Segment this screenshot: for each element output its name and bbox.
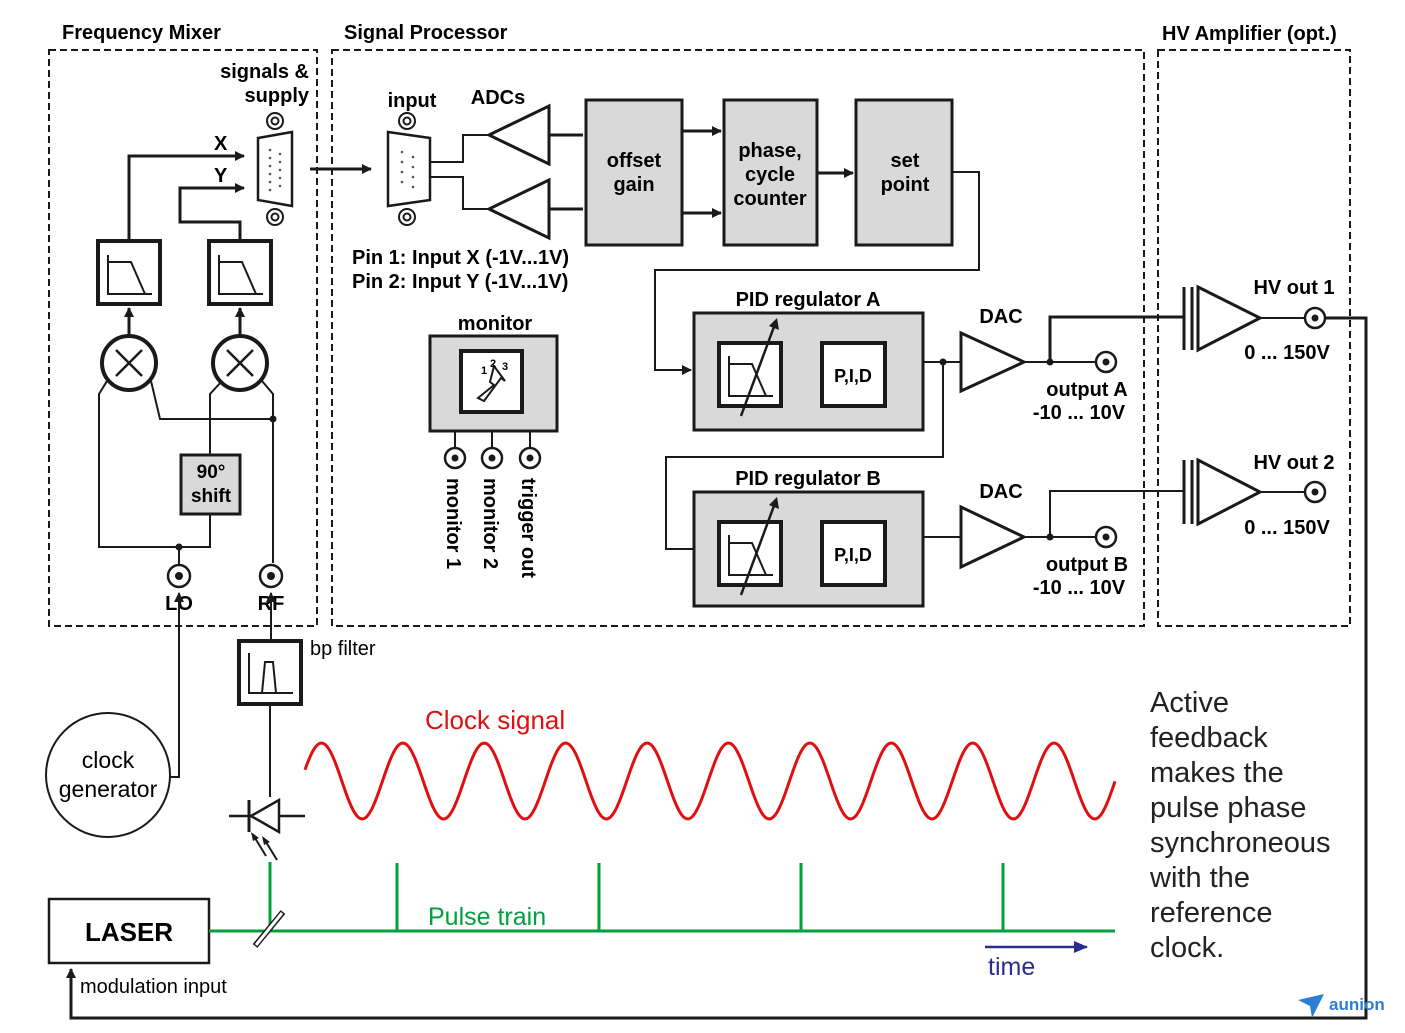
bandpass-filter bbox=[237, 639, 303, 706]
output-a-jack[interactable] bbox=[1094, 350, 1118, 374]
photodiode-icon bbox=[229, 797, 305, 861]
monitor-1-jack[interactable] bbox=[443, 446, 467, 470]
hv-out-1-range: 0 ... 150V bbox=[1244, 342, 1330, 364]
signal-processor-panel bbox=[331, 49, 1145, 627]
offset-gain-block: offset gain bbox=[584, 98, 684, 247]
pid-regulator-b: P,I,D bbox=[692, 490, 925, 608]
pin1-label: Pin 1: Input X (-1V...1V) bbox=[352, 247, 569, 269]
bp-filter-label: bp filter bbox=[310, 638, 376, 660]
dac-a-label: DAC bbox=[979, 306, 1022, 328]
monitor-1-label: monitor 1 bbox=[442, 478, 464, 569]
time-label: time bbox=[988, 953, 1035, 981]
svg-text:shift: shift bbox=[191, 486, 232, 507]
pulse-train bbox=[209, 862, 1115, 933]
monitor-2-label: monitor 2 bbox=[479, 478, 501, 569]
svg-text:reference: reference bbox=[1150, 897, 1273, 929]
output-a-label: output A bbox=[1046, 379, 1127, 401]
monitor-selector-dial-icon[interactable]: 1 2 3 bbox=[476, 358, 508, 403]
dsub-connector-input bbox=[386, 112, 432, 226]
pid-a-title: PID regulator A bbox=[736, 289, 881, 311]
svg-text:gain: gain bbox=[613, 174, 654, 196]
lowpass-filter-y bbox=[207, 239, 273, 306]
mixer-y-icon bbox=[211, 334, 269, 392]
mixer-x-icon bbox=[100, 334, 158, 392]
phase-cycle-counter-block: phase, cycle counter bbox=[722, 98, 819, 247]
dac-b-label: DAC bbox=[979, 481, 1022, 503]
trigger-out-jack[interactable] bbox=[518, 446, 542, 470]
connector-label-line2: supply bbox=[245, 85, 310, 107]
set-point-block: set point bbox=[854, 98, 954, 247]
signal-processor-title: Signal Processor bbox=[344, 22, 508, 44]
svg-text:aunion: aunion bbox=[1329, 995, 1385, 1014]
svg-text:offset: offset bbox=[607, 150, 662, 172]
pulse-train-label: Pulse train bbox=[428, 903, 546, 931]
output-a-range: -10 ... 10V bbox=[1033, 402, 1126, 424]
adc-x-amplifier bbox=[485, 103, 551, 167]
feedback-note: Active feedback makes the pulse phase sy… bbox=[1149, 687, 1331, 964]
adcs-label: ADCs bbox=[471, 87, 525, 109]
clock-signal-label: Clock signal bbox=[425, 705, 565, 735]
rf-jack[interactable] bbox=[258, 563, 284, 589]
svg-text:clock.: clock. bbox=[1150, 932, 1224, 964]
svg-text:feedback: feedback bbox=[1150, 722, 1268, 754]
hv-out-2-range: 0 ... 150V bbox=[1244, 517, 1330, 539]
svg-text:Active: Active bbox=[1150, 687, 1229, 719]
output-b-label: output B bbox=[1046, 554, 1128, 576]
aunion-watermark-logo: aunion bbox=[1298, 994, 1385, 1018]
hv-out-2-jack[interactable] bbox=[1303, 480, 1327, 504]
dsub-connector-mixer bbox=[256, 112, 294, 226]
monitor-label: monitor bbox=[458, 313, 533, 335]
svg-text:with the: with the bbox=[1149, 862, 1250, 894]
output-b-range: -10 ... 10V bbox=[1033, 577, 1126, 599]
pid-b-title: PID regulator B bbox=[735, 468, 881, 490]
output-b-jack[interactable] bbox=[1094, 525, 1118, 549]
dac-b-amplifier bbox=[959, 504, 1028, 570]
svg-text:makes the: makes the bbox=[1150, 757, 1284, 789]
svg-text:P,I,D: P,I,D bbox=[834, 545, 872, 565]
svg-text:3: 3 bbox=[502, 361, 508, 373]
svg-text:point: point bbox=[881, 174, 930, 196]
svg-text:P,I,D: P,I,D bbox=[834, 366, 872, 386]
lowpass-filter-x bbox=[96, 239, 162, 306]
hv-out-1-label: HV out 1 bbox=[1253, 277, 1334, 299]
hv-out-2-label: HV out 2 bbox=[1253, 452, 1334, 474]
frequency-mixer-title: Frequency Mixer bbox=[62, 22, 221, 44]
svg-text:set: set bbox=[891, 150, 920, 172]
x-label: X bbox=[214, 133, 228, 155]
svg-text:counter: counter bbox=[733, 188, 807, 210]
svg-text:generator: generator bbox=[59, 776, 158, 802]
svg-text:clock: clock bbox=[82, 747, 135, 773]
monitor-2-jack[interactable] bbox=[480, 446, 504, 470]
svg-text:LASER: LASER bbox=[85, 917, 173, 947]
hv-amplifier-title: HV Amplifier (opt.) bbox=[1162, 23, 1337, 45]
y-label: Y bbox=[214, 165, 228, 187]
input-label: input bbox=[388, 90, 437, 112]
svg-text:2: 2 bbox=[490, 358, 496, 370]
svg-text:synchroneous: synchroneous bbox=[1150, 827, 1331, 859]
modulation-input-label: modulation input bbox=[80, 976, 227, 998]
adc-y-amplifier bbox=[485, 177, 551, 241]
connector-label-line1: signals & bbox=[220, 61, 309, 83]
laser-block: LASER bbox=[47, 897, 211, 965]
pid-regulator-a: P,I,D bbox=[692, 311, 925, 432]
pin2-label: Pin 2: Input Y (-1V...1V) bbox=[352, 271, 568, 293]
clock-generator: clock generator bbox=[45, 712, 171, 838]
svg-text:pulse phase: pulse phase bbox=[1150, 792, 1306, 824]
svg-text:1: 1 bbox=[481, 365, 487, 377]
hv-amplifier-1 bbox=[1182, 284, 1264, 353]
hv-amplifier-2 bbox=[1182, 457, 1264, 527]
hv-out-1-jack[interactable] bbox=[1303, 306, 1327, 330]
hv-amplifier-panel bbox=[1157, 49, 1351, 627]
dac-a-amplifier bbox=[959, 330, 1028, 394]
svg-text:phase,: phase, bbox=[738, 140, 801, 162]
clock-signal-wave bbox=[303, 741, 1117, 821]
trigger-out-label: trigger out bbox=[517, 478, 539, 578]
svg-text:cycle: cycle bbox=[745, 164, 795, 186]
frequency-mixer-panel bbox=[48, 49, 318, 627]
svg-text:90°: 90° bbox=[197, 462, 226, 483]
lo-jack[interactable] bbox=[166, 563, 192, 589]
phase-shift-90-block: 90° shift bbox=[179, 453, 242, 516]
